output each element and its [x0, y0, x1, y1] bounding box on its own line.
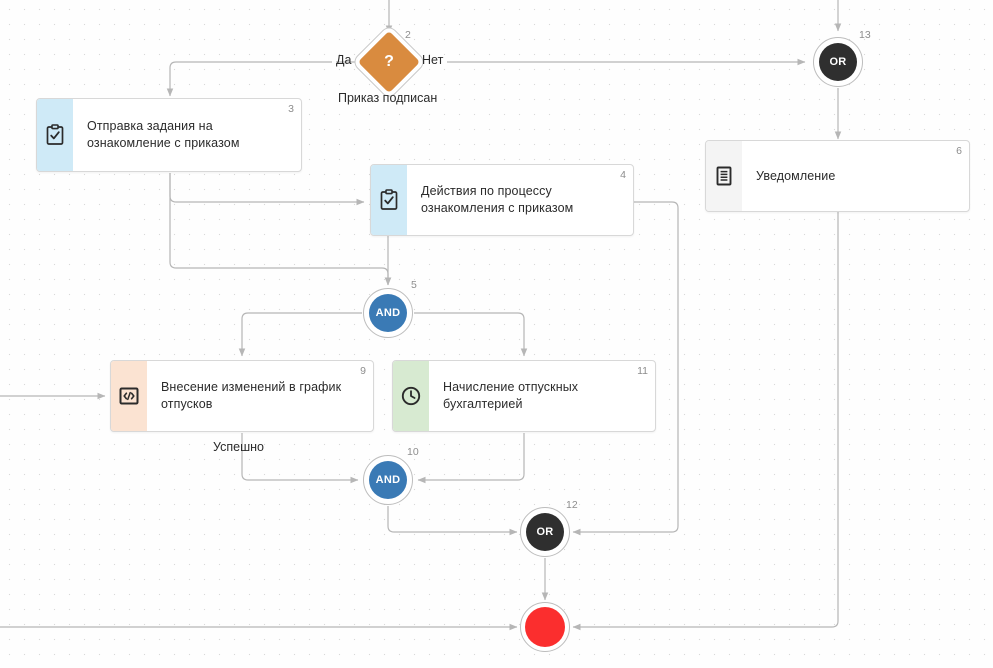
clock-icon [400, 385, 422, 407]
clipboard-check-icon [379, 189, 399, 211]
node-accent-strip [706, 141, 742, 211]
node-accent-strip [37, 99, 73, 171]
node-body: 11 Начисление отпускных бухгалтерией [429, 361, 655, 431]
node-accent-strip [371, 165, 407, 235]
gateway-or-12[interactable]: OR [520, 507, 570, 557]
node-body: 6 Уведомление [742, 141, 969, 211]
node-label: Отправка задания на ознакомление с прика… [87, 119, 240, 150]
code-brackets-icon [118, 385, 140, 407]
node-number: 4 [620, 169, 626, 181]
edge-task3-to-task4 [169, 173, 365, 206]
and-gateway-icon: AND [369, 461, 407, 499]
node-number: 5 [411, 279, 417, 291]
and-gateway-icon: AND [369, 294, 407, 332]
task-node-9[interactable]: 9 Внесение изменений в график отпусков [110, 360, 374, 432]
edge-task11-to-and10 [417, 433, 525, 484]
node-label: Уведомление [756, 168, 836, 183]
node-number: 3 [288, 103, 294, 115]
gateway-or-13[interactable]: OR [813, 37, 863, 87]
decision-glyph: ? [384, 53, 394, 70]
task-node-11[interactable]: 11 Начисление отпускных бухгалтерией [392, 360, 656, 432]
edge-label-yes: Да [336, 53, 352, 67]
edge-and10-to-or12 [387, 506, 518, 536]
node-accent-strip [393, 361, 429, 431]
node-label: Действия по процессу ознакомления с прик… [421, 184, 574, 215]
node-body: 4 Действия по процессу ознакомления с пр… [407, 165, 633, 235]
task-node-6[interactable]: 6 Уведомление [705, 140, 970, 212]
gateway-and-5[interactable]: AND [363, 288, 413, 338]
node-number: 11 [637, 365, 648, 377]
gateway-and-10[interactable]: AND [363, 455, 413, 505]
node-accent-strip [111, 361, 147, 431]
node-number: 2 [405, 29, 411, 41]
decision-node-2[interactable]: ? [357, 30, 421, 94]
node-number: 9 [360, 365, 366, 377]
node-label: Внесение изменений в график отпусков [161, 380, 342, 411]
node-label: Начисление отпускных бухгалтерией [443, 380, 579, 411]
or-gateway-icon: OR [819, 43, 857, 81]
edge-yes-to-task3 [170, 61, 363, 96]
task-node-3[interactable]: 3 Отправка задания на ознакомление с при… [36, 98, 302, 172]
decision-caption: Приказ подписан [338, 91, 438, 105]
node-number: 6 [956, 145, 962, 157]
end-event-node[interactable] [520, 602, 570, 652]
edge-task3-to-and5 [169, 173, 392, 286]
edge-label-no: Нет [422, 53, 444, 67]
end-event-icon [525, 607, 565, 647]
clipboard-check-icon [45, 124, 65, 146]
edge-and5-to-task11 [414, 312, 528, 357]
node-body: 9 Внесение изменений в график отпусков [147, 361, 373, 431]
document-lines-icon [714, 165, 734, 187]
edge-label-success: Успешно [213, 440, 264, 454]
or-gateway-icon: OR [526, 513, 564, 551]
task-node-4[interactable]: 4 Действия по процессу ознакомления с пр… [370, 164, 634, 236]
node-number: 12 [566, 499, 578, 511]
edge-and5-to-task9 [238, 312, 362, 357]
node-body: 3 Отправка задания на ознакомление с при… [73, 99, 301, 171]
node-number: 13 [859, 29, 871, 41]
node-number: 10 [407, 446, 419, 458]
